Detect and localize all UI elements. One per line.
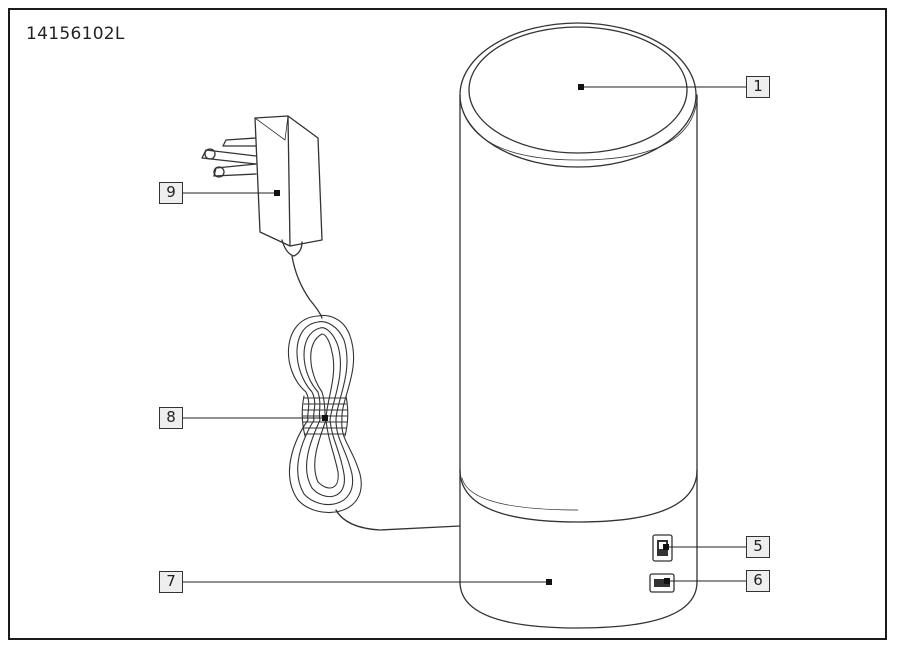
leader-dots — [274, 84, 670, 585]
model-number: 14156102L — [26, 24, 125, 44]
diagram-frame — [8, 8, 887, 640]
callout-1: 1 — [746, 76, 770, 98]
lamp-body — [459, 22, 698, 629]
cable-upper — [291, 255, 323, 319]
usb-port — [649, 573, 675, 593]
power-adapter — [201, 115, 323, 257]
leader-lines — [182, 86, 747, 583]
callout-6: 6 — [746, 570, 770, 592]
callout-8: 8 — [159, 407, 183, 429]
power-switch — [652, 534, 673, 562]
cable-lower — [335, 509, 461, 531]
callout-5: 5 — [746, 536, 770, 558]
callout-7: 7 — [159, 571, 183, 593]
cable-coil — [287, 314, 362, 513]
callout-9: 9 — [159, 182, 183, 204]
